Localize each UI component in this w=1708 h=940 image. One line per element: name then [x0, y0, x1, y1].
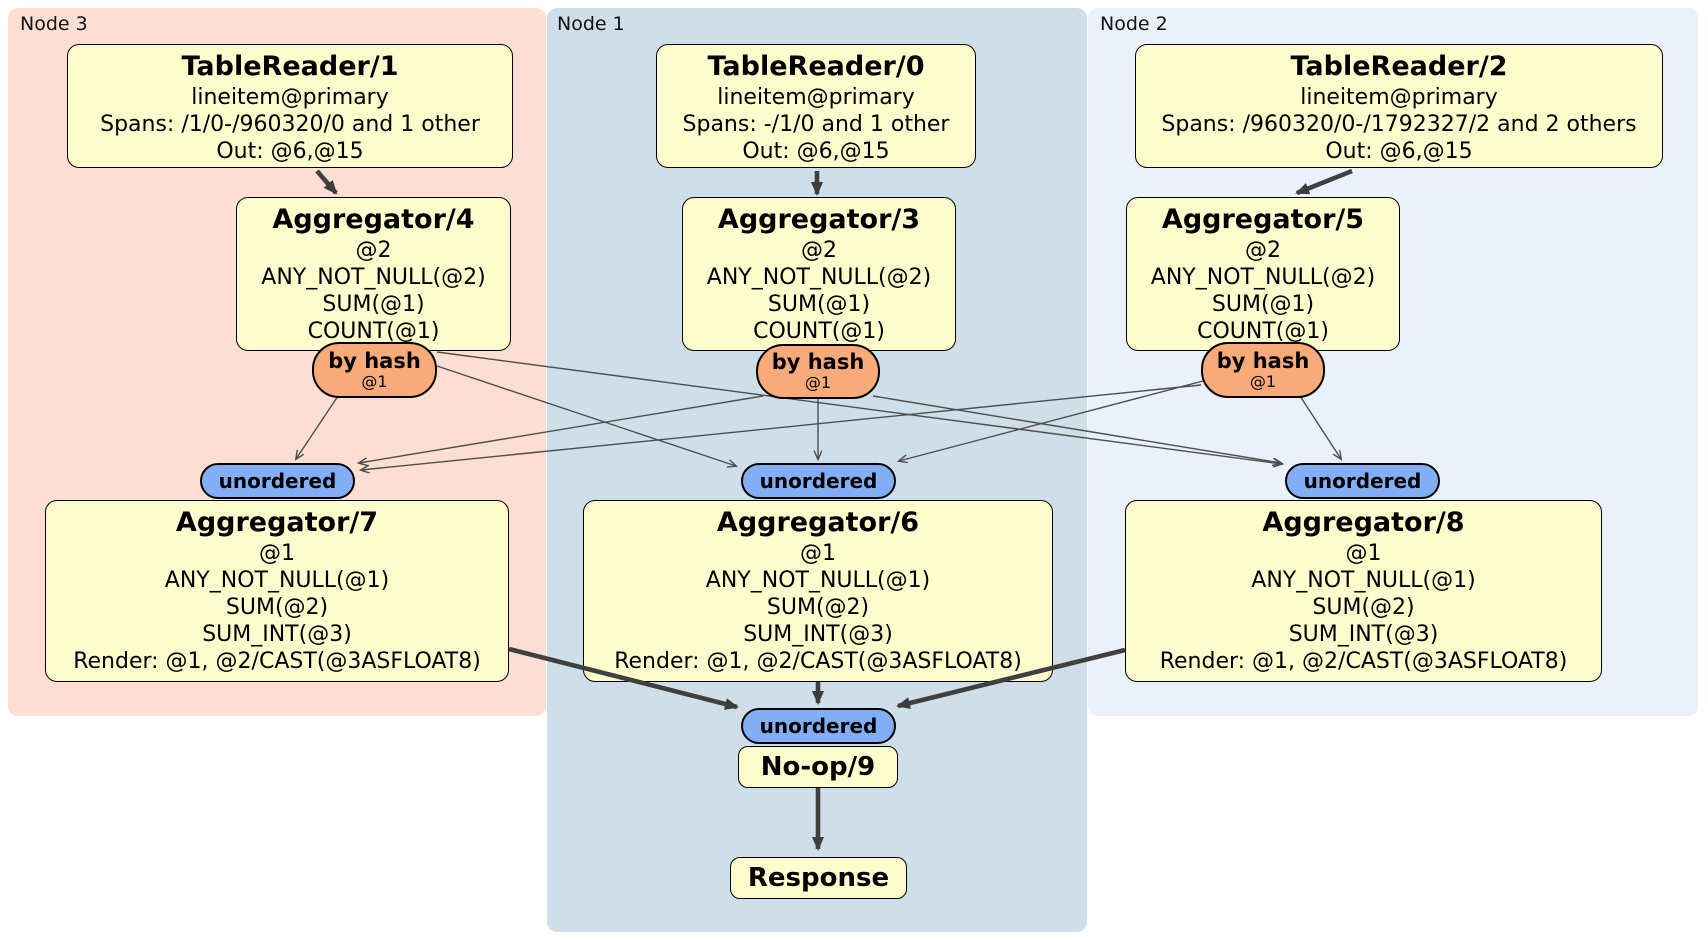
- node-detail: SUM_INT(@3): [202, 622, 352, 647]
- router-label: by hash: [771, 350, 865, 374]
- node-title: Aggregator/5: [1161, 204, 1365, 235]
- router-columns: @1: [361, 371, 388, 391]
- node-detail: Out: @6,@15: [1325, 139, 1473, 164]
- node-title: TableReader/1: [181, 51, 399, 82]
- router-columns: @1: [804, 373, 832, 392]
- plan-node-aggregator-8: Aggregator/8 @1 ANY_NOT_NULL(@1) SUM(@2)…: [1125, 500, 1602, 682]
- plan-node-aggregator-4: Aggregator/4 @2 ANY_NOT_NULL(@2) SUM(@1)…: [236, 197, 511, 351]
- node-detail: ANY_NOT_NULL(@1): [705, 568, 931, 593]
- router-by-hash-node2: by hash @1: [1201, 342, 1325, 398]
- node-detail: @1: [1345, 541, 1382, 566]
- plan-node-noop-9: No-op/9: [738, 746, 898, 788]
- node-title: Aggregator/6: [716, 507, 920, 538]
- node-detail: lineitem@primary: [191, 85, 389, 110]
- node-detail: SUM(@2): [1312, 595, 1415, 620]
- node-detail: @2: [1245, 238, 1281, 263]
- node-title: TableReader/2: [1290, 51, 1508, 82]
- node-detail: lineitem@primary: [1300, 85, 1498, 110]
- node-detail: ANY_NOT_NULL(@2): [261, 265, 486, 290]
- node-detail: Spans: /960320/0-/1792327/2 and 2 others: [1161, 112, 1637, 137]
- node-detail: SUM(@2): [225, 595, 329, 620]
- sync-unordered-node1: unordered: [741, 463, 896, 499]
- node-detail: Spans: -/1/0 and 1 other: [682, 112, 950, 137]
- region-label-node-1: Node 1: [557, 13, 625, 35]
- plan-node-aggregator-3: Aggregator/3 @2 ANY_NOT_NULL(@2) SUM(@1)…: [682, 197, 956, 351]
- node-detail: Out: @6,@15: [216, 139, 364, 164]
- node-detail: Out: @6,@15: [742, 139, 890, 164]
- node-detail: COUNT(@1): [753, 319, 885, 344]
- node-detail: SUM(@2): [766, 595, 870, 620]
- sync-label: unordered: [218, 469, 337, 493]
- plan-node-aggregator-6: Aggregator/6 @1 ANY_NOT_NULL(@1) SUM(@2)…: [583, 500, 1053, 682]
- node-title: Aggregator/4: [272, 204, 475, 235]
- router-label: by hash: [328, 348, 421, 373]
- node-detail: SUM_INT(@3): [743, 622, 893, 647]
- node-detail: Render: @1, @2/CAST(@3ASFLOAT8): [614, 649, 1022, 674]
- node-detail: Render: @1, @2/CAST(@3ASFLOAT8): [1159, 649, 1568, 674]
- sync-unordered-node3: unordered: [200, 463, 355, 499]
- router-by-hash-node3: by hash @1: [312, 342, 437, 398]
- node-detail: Render: @1, @2/CAST(@3ASFLOAT8): [73, 649, 481, 674]
- sync-label: unordered: [1303, 469, 1422, 493]
- node-detail: @1: [259, 541, 295, 566]
- region-label-node-2: Node 2: [1100, 13, 1168, 35]
- node-detail: SUM(@1): [322, 292, 425, 317]
- node-detail: SUM_INT(@3): [1288, 622, 1439, 647]
- node-detail: ANY_NOT_NULL(@1): [164, 568, 390, 593]
- node-detail: ANY_NOT_NULL(@2): [706, 265, 932, 290]
- router-columns: @1: [1249, 371, 1277, 391]
- plan-node-tablereader-0: TableReader/0 lineitem@primary Spans: -/…: [656, 44, 976, 168]
- sync-unordered-final: unordered: [741, 708, 896, 744]
- node-detail: SUM(@1): [1211, 292, 1315, 317]
- node-title: Aggregator/8: [1262, 507, 1465, 538]
- plan-node-tablereader-2: TableReader/2 lineitem@primary Spans: /9…: [1135, 44, 1663, 168]
- node-detail: Spans: /1/0-/960320/0 and 1 other: [100, 112, 480, 137]
- node-detail: lineitem@primary: [717, 85, 915, 110]
- plan-node-aggregator-7: Aggregator/7 @1 ANY_NOT_NULL(@1) SUM(@2)…: [45, 500, 509, 682]
- plan-node-aggregator-5: Aggregator/5 @2 ANY_NOT_NULL(@2) SUM(@1)…: [1126, 197, 1400, 351]
- node-title: Aggregator/3: [717, 204, 921, 235]
- node-detail: ANY_NOT_NULL(@2): [1150, 265, 1376, 290]
- router-by-hash-node1: by hash @1: [756, 344, 880, 399]
- node-detail: @2: [801, 238, 837, 263]
- plan-node-tablereader-1: TableReader/1 lineitem@primary Spans: /1…: [67, 44, 513, 168]
- node-detail: @2: [355, 238, 392, 263]
- node-detail: @1: [800, 541, 836, 566]
- sync-label: unordered: [759, 714, 878, 738]
- node-title: Aggregator/7: [175, 507, 379, 538]
- node-title: TableReader/0: [707, 51, 925, 82]
- sync-unordered-node2: unordered: [1285, 463, 1440, 499]
- node-detail: SUM(@1): [767, 292, 871, 317]
- node-title: Response: [747, 863, 890, 893]
- router-label: by hash: [1216, 348, 1310, 373]
- region-label-node-3: Node 3: [20, 13, 88, 35]
- sync-label: unordered: [759, 469, 878, 493]
- node-detail: ANY_NOT_NULL(@1): [1251, 568, 1476, 593]
- node-detail: COUNT(@1): [1197, 319, 1329, 344]
- node-title: No-op/9: [760, 752, 876, 782]
- node-detail: COUNT(@1): [307, 319, 440, 344]
- plan-node-response: Response: [730, 857, 907, 899]
